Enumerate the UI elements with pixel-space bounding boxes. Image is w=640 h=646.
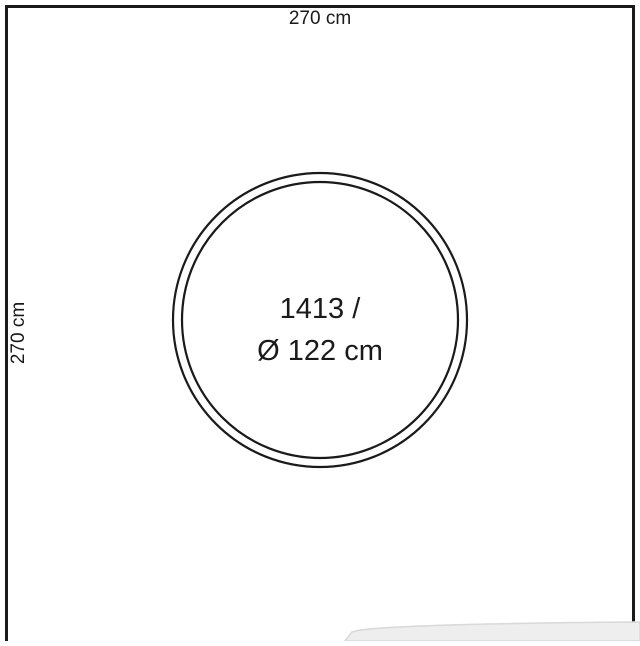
depth-dimension-label: 270 cm: [8, 301, 29, 365]
table-model-text: 1413 /: [279, 293, 361, 325]
table-top: [180, 180, 460, 460]
table-diameter-text: Ø 122 cm: [257, 335, 383, 367]
table-label: 1413 / Ø 122 cm: [200, 288, 440, 372]
plan-border: [5, 5, 635, 646]
width-dimension-label: 270 cm: [288, 8, 352, 29]
watermark-shape: [343, 621, 640, 642]
